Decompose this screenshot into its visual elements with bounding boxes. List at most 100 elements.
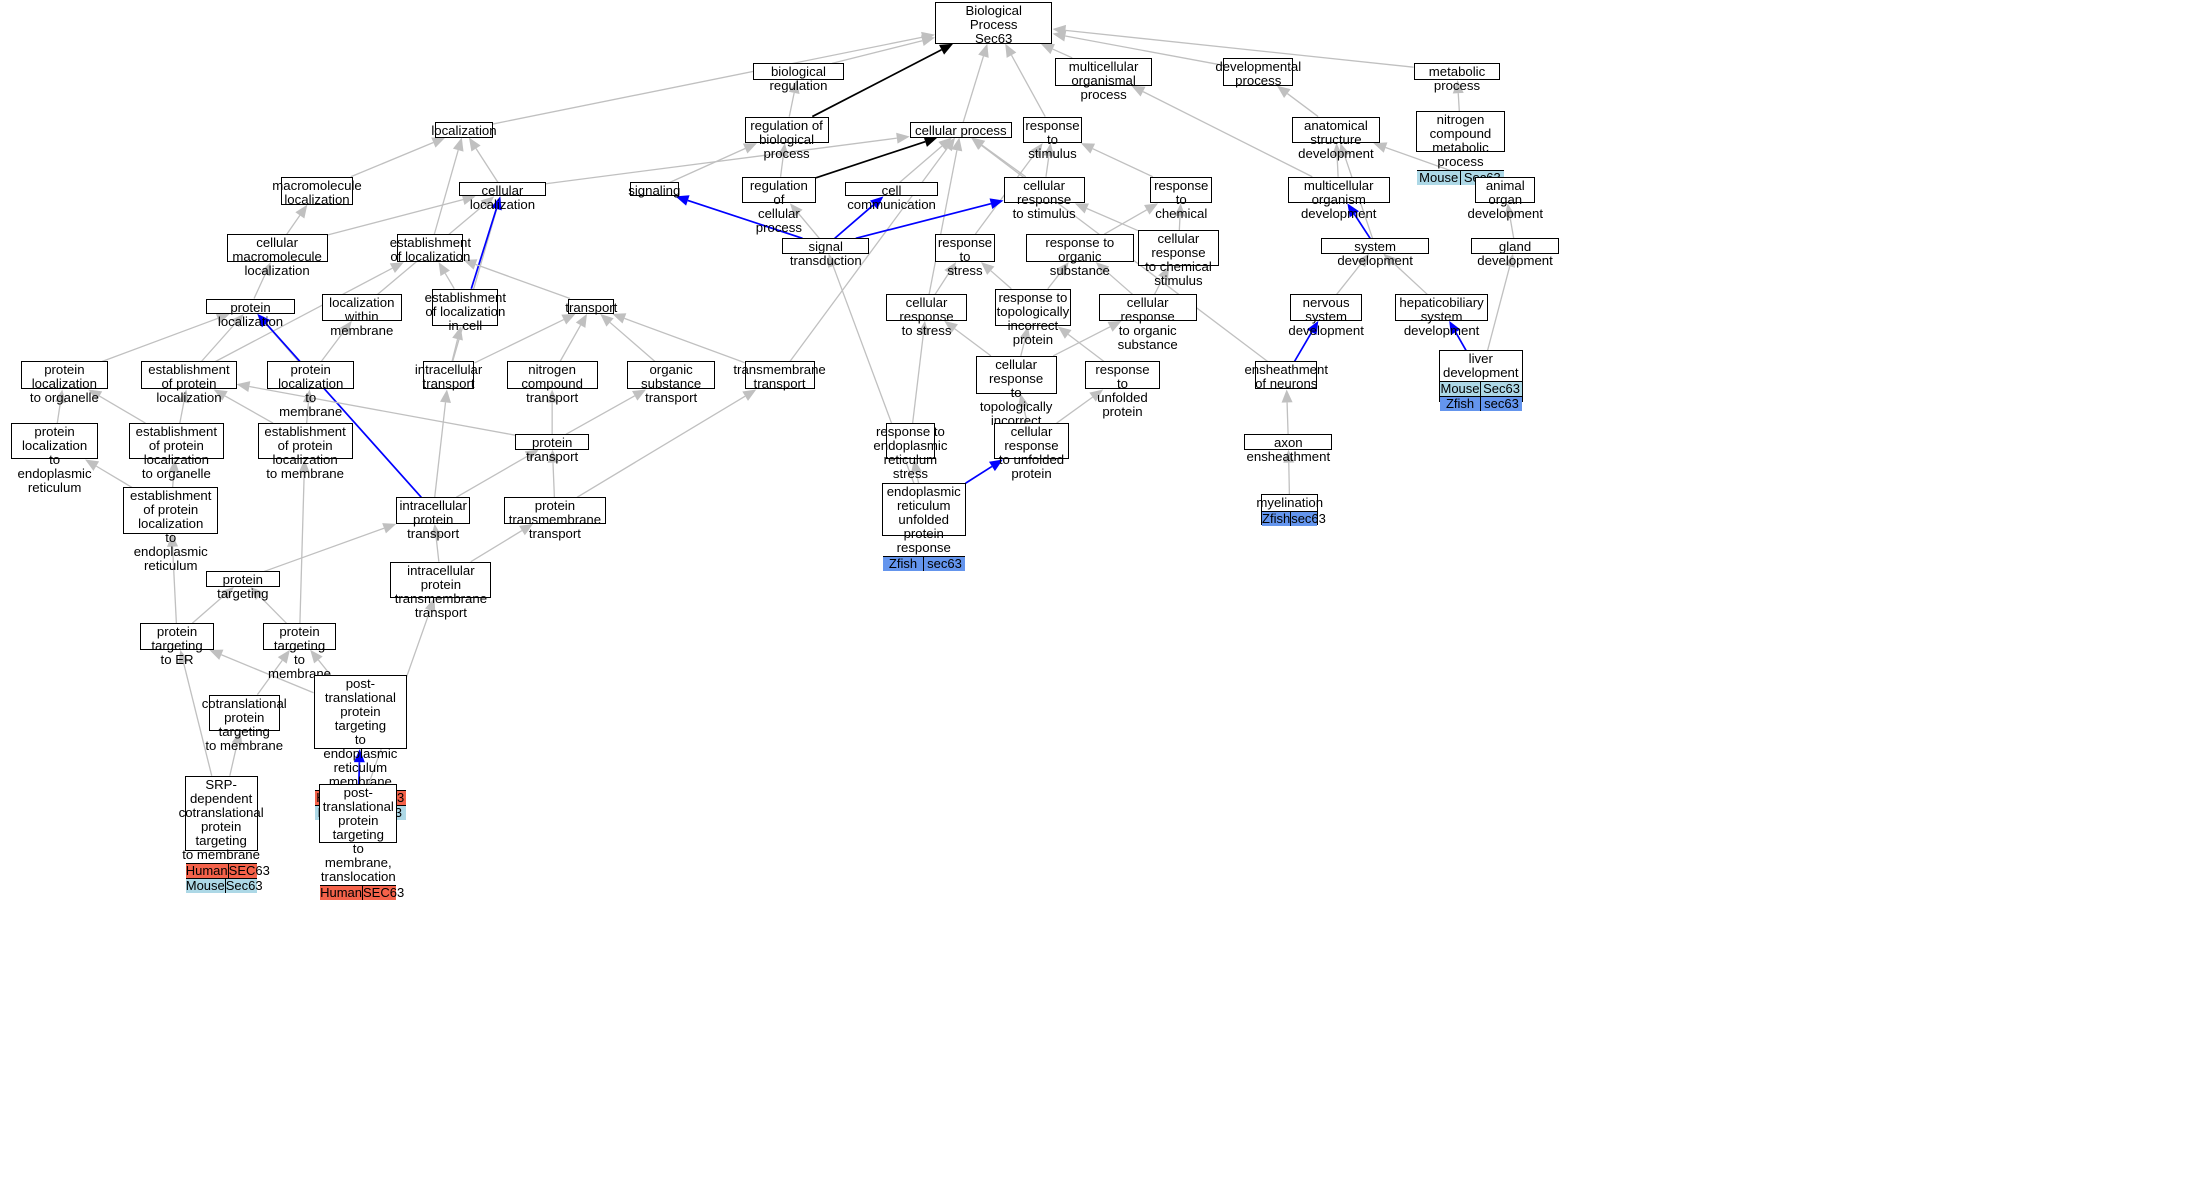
go-term-prottargmem[interactable]: protein targeting to membrane: [263, 623, 336, 681]
go-term-respchem[interactable]: response to chemical: [1150, 176, 1213, 220]
go-term-cellcomm[interactable]: cell communication: [845, 182, 938, 212]
go-term-mcodev[interactable]: multicellular organism development: [1287, 176, 1390, 220]
arrowhead: [1019, 326, 1031, 341]
arrowhead: [167, 533, 179, 547]
go-term-label: protein transmembrane transport: [508, 498, 602, 542]
go-term-label: establishment of protein localization: [148, 362, 230, 406]
go-term-resporg[interactable]: response to organic substance: [1025, 234, 1134, 278]
arrowhead: [1383, 253, 1397, 267]
edge-estprotloc-to-estloc: [215, 267, 393, 363]
go-term-orgsubtrans[interactable]: organic substance transport: [627, 361, 716, 405]
go-term-cmacroloc[interactable]: cellular macromolecule localization: [226, 234, 328, 278]
arrowhead: [939, 43, 954, 55]
go-term-transport[interactable]: transport: [565, 298, 617, 314]
go-term-label: multicellular organismal process: [1068, 58, 1139, 102]
go-term-sigtrans[interactable]: signal transduction: [782, 238, 870, 268]
go-term-bp[interactable]: Biological Process Sec63: [934, 1, 1053, 45]
go-term-estprotloc[interactable]: establishment of protein localization: [141, 361, 237, 405]
go-term-resptopo[interactable]: response to topologically incorrect prot…: [995, 288, 1071, 346]
go-term-enshneur[interactable]: ensheathment of neurons: [1244, 361, 1328, 391]
go-term-intratrans[interactable]: intracellular transport: [415, 361, 482, 391]
go-term-respunf[interactable]: response to unfolded protein: [1084, 361, 1161, 419]
go-term-mop[interactable]: multicellular organismal process: [1055, 57, 1152, 101]
go-term-loc[interactable]: localization: [431, 122, 497, 138]
arrowhead: [742, 389, 757, 401]
go-term-label: establishment of protein localization to…: [264, 424, 346, 482]
go-term-protloc[interactable]: protein localization: [205, 298, 296, 328]
edge-estlocincell-to-cellloc: [470, 208, 498, 289]
go-term-locmem[interactable]: localization within membrane: [321, 294, 402, 338]
go-term-nervdev[interactable]: nervous system development: [1288, 294, 1364, 338]
arrowhead: [827, 253, 839, 268]
arrowhead: [944, 320, 958, 334]
go-term-bioreg[interactable]: biological regulation: [752, 63, 844, 93]
go-term-devproc[interactable]: developmental process: [1215, 57, 1301, 87]
arrowhead: [461, 194, 476, 205]
go-term-resper[interactable]: response to endoplasmic reticulum stress: [873, 423, 947, 481]
go-term-cellproc[interactable]: cellular process: [909, 122, 1012, 138]
go-term-glanddev[interactable]: gland development: [1470, 238, 1560, 268]
go-term-intraprottmtrans[interactable]: intracellular protein transmembrane tran…: [390, 561, 492, 619]
go-term-nittrans[interactable]: nitrogen compound transport: [506, 361, 598, 405]
go-term-signaling[interactable]: signaling: [628, 182, 680, 198]
go-term-prottrans[interactable]: protein transport: [515, 434, 590, 464]
go-term-estlocincell[interactable]: establishment of localization in cell: [425, 288, 506, 332]
go-term-cellrespchem[interactable]: cellular response to chemical stimulus: [1137, 229, 1220, 287]
go-term-estprotlocmem[interactable]: establishment of protein localization to…: [257, 423, 353, 481]
go-term-axonensh[interactable]: axon ensheathment: [1244, 434, 1333, 464]
go-term-cellresporg[interactable]: cellular response to organic substance: [1098, 294, 1197, 352]
go-term-estprotlocer[interactable]: establishment of protein localization to…: [123, 487, 219, 573]
edge-cellrespunf-to-cellresptopo: [1022, 406, 1028, 424]
arrowhead: [295, 204, 308, 219]
go-term-posttransloc[interactable]: post-translational protein targeting to …: [319, 784, 404, 901]
arrowhead: [1276, 85, 1291, 98]
go-term-estprotlocorg[interactable]: establishment of protein localization to…: [128, 423, 224, 481]
edge-cellrespstress-to-cellproc: [928, 150, 958, 295]
go-term-intraprottrans[interactable]: intracellular protein transport: [396, 497, 471, 541]
go-term-tmtrans[interactable]: transmembrane transport: [733, 361, 826, 391]
go-term-respstim[interactable]: response to stimulus: [1023, 116, 1082, 160]
go-term-regcp[interactable]: regulation of cellular process: [741, 176, 816, 234]
go-term-cellrespunf[interactable]: cellular response to unfolded protein: [993, 423, 1070, 481]
go-term-hepdev[interactable]: hepaticobiliary system development: [1395, 294, 1488, 338]
arrowhead: [1306, 320, 1319, 335]
go-term-upr[interactable]: endoplasmic reticulum unfolded protein r…: [881, 483, 966, 572]
go-term-respstress[interactable]: response to stress: [934, 234, 996, 278]
go-term-prottarg[interactable]: protein targeting: [205, 571, 280, 601]
go-term-cellresptopo[interactable]: cellular response to topologically incor…: [975, 355, 1057, 441]
go-term-macroloc[interactable]: macromolecule localization: [272, 176, 362, 206]
go-term-protlocmem[interactable]: protein localization to membrane: [267, 361, 355, 419]
go-term-sysdev[interactable]: system development: [1321, 238, 1429, 268]
go-term-prottmtrans[interactable]: protein transmembrane transport: [503, 497, 606, 541]
arrowhead: [1347, 203, 1360, 218]
go-term-anatdev[interactable]: anatomical structure development: [1291, 116, 1380, 160]
go-term-protlocer[interactable]: protein localization to endoplasmic reti…: [11, 423, 98, 495]
go-term-label: protein localization to membrane: [278, 362, 344, 420]
arrowhead: [1018, 393, 1029, 408]
arrowhead: [430, 523, 442, 538]
go-term-regbp[interactable]: regulation of biological process: [744, 116, 829, 160]
go-term-animorg[interactable]: animal organ development: [1468, 176, 1543, 220]
go-term-posttranser[interactable]: post-translational protein targeting to …: [313, 675, 408, 820]
go-term-cellloc[interactable]: cellular localization: [459, 182, 546, 212]
go-term-label: protein targeting to ER: [151, 624, 203, 668]
arrowhead: [215, 313, 230, 324]
go-term-prottarger[interactable]: protein targeting to ER: [139, 623, 215, 667]
go-term-metab[interactable]: metabolic process: [1413, 63, 1501, 93]
go-term-srp[interactable]: SRP-dependent cotranslational protein ta…: [179, 775, 270, 893]
go-term-protlocorg[interactable]: protein localization to organelle: [20, 361, 108, 405]
go-term-cellrespstress[interactable]: cellular response to stress: [885, 294, 968, 338]
edge-estprotlocer-to-protlocer: [95, 465, 133, 489]
go-term-estloc[interactable]: establishment of localization: [390, 234, 471, 264]
go-term-cellrespstim[interactable]: cellular response to stimulus: [1003, 176, 1085, 220]
edge-intraprottrans-to-protloc: [265, 323, 422, 498]
go-term-cotrans[interactable]: cotranslational protein targeting to mem…: [202, 694, 287, 752]
go-term-label: post-translational protein targeting to …: [323, 676, 398, 789]
